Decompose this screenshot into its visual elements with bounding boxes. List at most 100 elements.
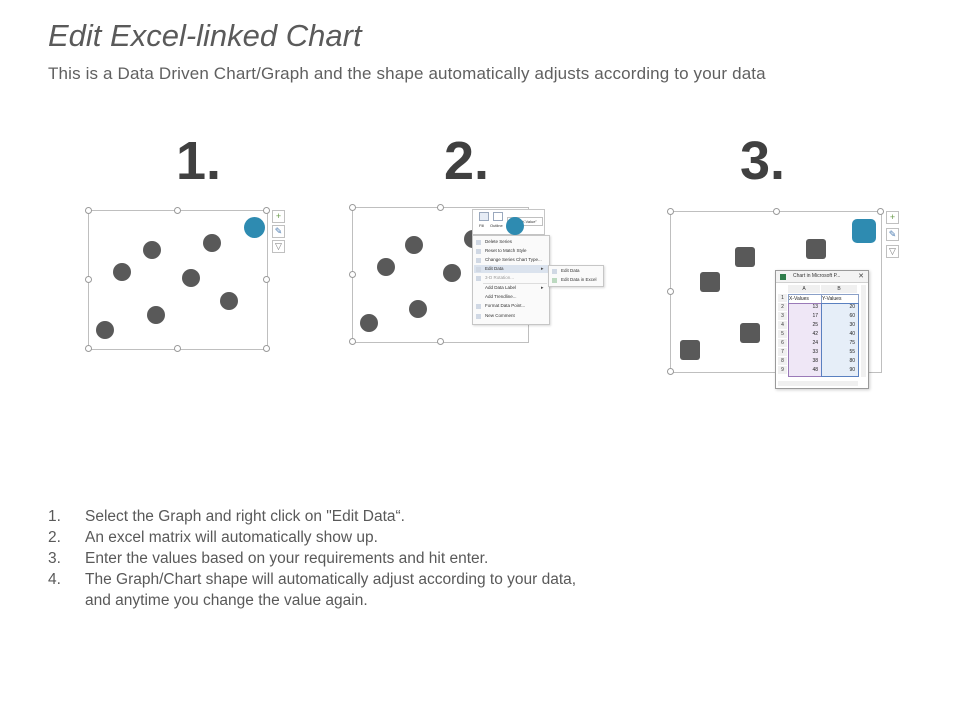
resize-handle[interactable] — [349, 204, 356, 211]
data-point[interactable] — [220, 292, 238, 310]
cell-y-value[interactable]: 80 — [849, 358, 855, 364]
resize-handle[interactable] — [437, 204, 444, 211]
menu-item-edit-data[interactable]: Edit Data — [485, 266, 504, 271]
cell-y-value[interactable]: 20 — [849, 304, 855, 310]
cell-y-value[interactable]: 55 — [849, 349, 855, 355]
cell-y-value[interactable]: 90 — [849, 367, 855, 373]
selected-data-point[interactable] — [852, 219, 876, 243]
resize-handle[interactable] — [263, 345, 270, 352]
menu-item-reset-style[interactable]: Reset to Match Style — [485, 248, 527, 253]
cell-x-value[interactable]: 42 — [812, 331, 818, 337]
menu-item-new-comment[interactable]: New Comment — [485, 313, 515, 318]
resize-handle[interactable] — [85, 276, 92, 283]
plus-icon[interactable]: + — [886, 211, 899, 224]
data-point[interactable] — [740, 323, 760, 343]
cell-y-value[interactable]: 40 — [849, 331, 855, 337]
data-point[interactable] — [680, 340, 700, 360]
fill-button-label[interactable]: Fill — [479, 223, 485, 228]
excel-data-window[interactable]: Chart in Microsoft P... ✕ A B 1 X-Values… — [775, 270, 869, 389]
brush-icon[interactable]: ✎ — [272, 225, 285, 238]
row-header[interactable]: 5 — [778, 330, 787, 338]
data-point[interactable] — [735, 247, 755, 267]
close-icon[interactable]: ✕ — [858, 273, 864, 280]
row-header[interactable]: 8 — [778, 357, 787, 365]
row-header[interactable]: 7 — [778, 348, 787, 356]
resize-handle[interactable] — [667, 208, 674, 215]
resize-handle[interactable] — [174, 345, 181, 352]
data-point[interactable] — [143, 241, 161, 259]
menu-item-add-data-label[interactable]: Add Data Label — [485, 285, 517, 290]
data-point[interactable] — [203, 234, 221, 252]
data-point[interactable] — [377, 258, 395, 276]
horizontal-scrollbar[interactable] — [778, 381, 858, 386]
menu-item-change-chart-type[interactable]: Change Series Chart Type... — [485, 257, 542, 262]
y-values-range — [821, 303, 859, 377]
cell-x-value[interactable]: 24 — [812, 340, 818, 346]
data-point[interactable] — [182, 269, 200, 287]
resize-handle[interactable] — [263, 207, 270, 214]
row-header[interactable]: 2 — [778, 303, 787, 311]
step-number-2: 2. — [444, 131, 490, 191]
filter-icon[interactable]: ▽ — [886, 245, 899, 258]
cell-x-value[interactable]: 38 — [812, 358, 818, 364]
menu-item-3d-rotation[interactable]: 3-D Rotation... — [485, 275, 515, 280]
outline-button-label[interactable]: Outline — [490, 223, 503, 228]
data-point[interactable] — [405, 236, 423, 254]
resize-handle[interactable] — [85, 345, 92, 352]
vertical-scrollbar[interactable] — [861, 285, 866, 377]
cell-x-value[interactable]: 17 — [812, 313, 818, 319]
resize-handle[interactable] — [174, 207, 181, 214]
resize-handle[interactable] — [263, 276, 270, 283]
cell-x-value[interactable]: 48 — [812, 367, 818, 373]
cell-x-value[interactable]: 13 — [812, 304, 818, 310]
outline-icon[interactable] — [493, 212, 503, 221]
selected-data-point[interactable] — [506, 217, 524, 235]
step-number-3: 3. — [740, 131, 786, 191]
menu-item-add-trendline[interactable]: Add Trendline... — [485, 294, 517, 299]
submenu-item-edit-data[interactable]: Edit Data — [561, 268, 580, 273]
row-header[interactable]: 1 — [778, 294, 787, 302]
resize-handle[interactable] — [667, 368, 674, 375]
plus-icon[interactable]: + — [272, 210, 285, 223]
data-point[interactable] — [147, 306, 165, 324]
context-menu: Delete Series Reset to Match Style Chang… — [472, 235, 550, 325]
chart-frame — [88, 210, 268, 350]
column-header-b[interactable]: B — [821, 285, 857, 293]
step-1-chart[interactable]: + ✎ ▽ — [85, 207, 288, 352]
data-point[interactable] — [113, 263, 131, 281]
step-2-chart[interactable]: Fill Outline Series "Y-Value" Delete Ser… — [349, 204, 612, 347]
submenu-item-edit-in-excel[interactable]: Edit Data in Excel — [561, 277, 597, 282]
data-point[interactable] — [96, 321, 114, 339]
filter-icon[interactable]: ▽ — [272, 240, 285, 253]
data-point[interactable] — [409, 300, 427, 318]
row-header[interactable]: 3 — [778, 312, 787, 320]
column-header-a[interactable]: A — [788, 285, 820, 293]
resize-handle[interactable] — [85, 207, 92, 214]
menu-item-format-data-point[interactable]: Format Data Point... — [485, 303, 526, 308]
resize-handle[interactable] — [349, 271, 356, 278]
menu-item-delete-series[interactable]: Delete Series — [485, 239, 513, 244]
data-point[interactable] — [443, 264, 461, 282]
row-header[interactable]: 9 — [778, 366, 787, 374]
resize-handle[interactable] — [877, 208, 884, 215]
brush-icon[interactable]: ✎ — [886, 228, 899, 241]
cell-x-value[interactable]: 25 — [812, 322, 818, 328]
cell-y-value[interactable]: 75 — [849, 340, 855, 346]
resize-handle[interactable] — [667, 288, 674, 295]
cell-y-value[interactable]: 30 — [849, 322, 855, 328]
row-header[interactable]: 4 — [778, 321, 787, 329]
data-point[interactable] — [806, 239, 826, 259]
selected-data-point[interactable] — [244, 217, 265, 238]
cell-y-value[interactable]: 60 — [849, 313, 855, 319]
menu-divider — [483, 283, 547, 284]
resize-handle[interactable] — [437, 338, 444, 345]
resize-handle[interactable] — [349, 338, 356, 345]
cell-x-value[interactable]: 33 — [812, 349, 818, 355]
fill-icon[interactable] — [479, 212, 489, 221]
data-point[interactable] — [700, 272, 720, 292]
instruction-number: 4. — [48, 571, 61, 588]
data-point[interactable] — [360, 314, 378, 332]
resize-handle[interactable] — [773, 208, 780, 215]
step-3-chart[interactable]: + ✎ ▽ Chart in Microsoft P... ✕ A B 1 X-… — [667, 208, 910, 391]
row-header[interactable]: 6 — [778, 339, 787, 347]
